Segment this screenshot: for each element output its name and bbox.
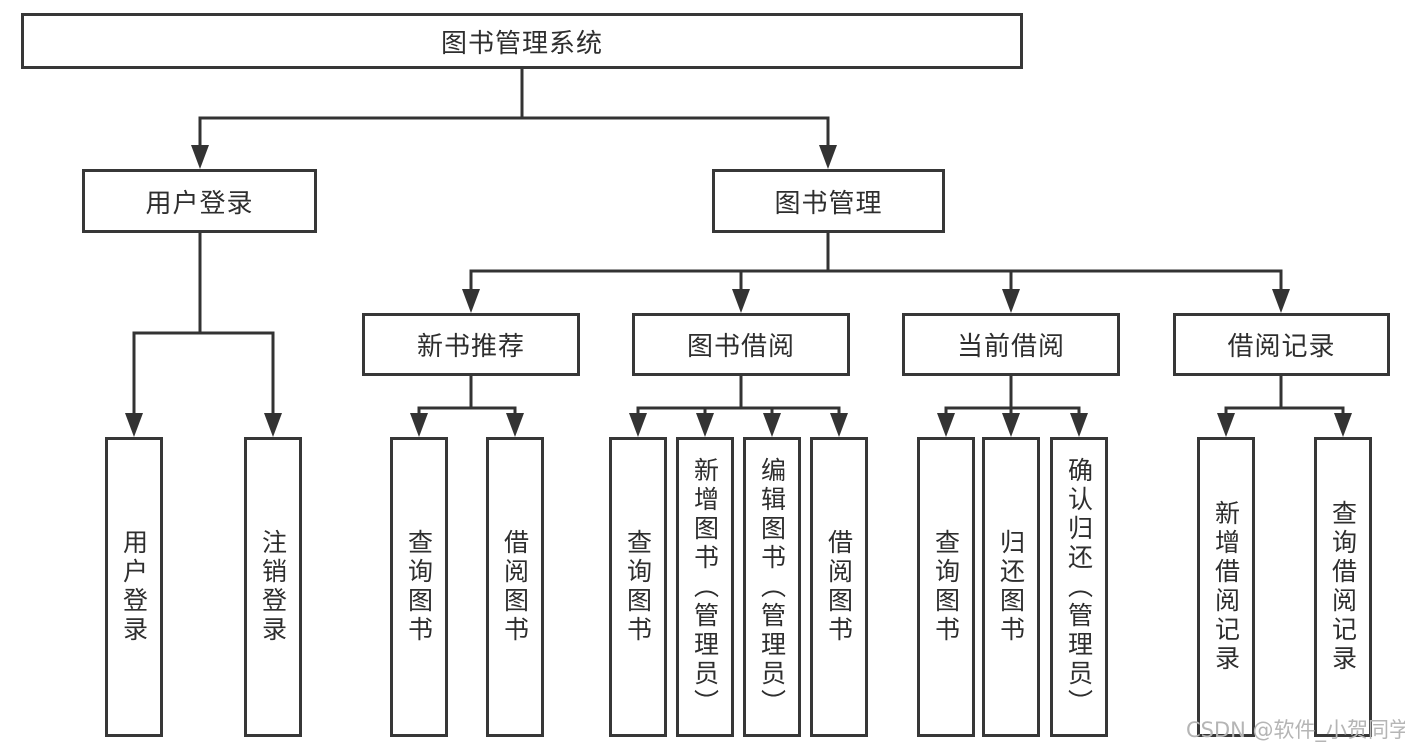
leaf-query-books-current: 查询图书 (917, 437, 975, 737)
node-current-borrowing: 当前借阅 (902, 313, 1120, 376)
node-label: 查询图书 (404, 529, 434, 645)
node-label: 归还图书 (996, 529, 1026, 645)
leaf-return-books: 归还图书 (982, 437, 1040, 737)
node-label: 借阅记录 (1227, 332, 1336, 362)
node-book-management-module: 图书管理 (712, 169, 945, 233)
node-label: 新增借阅记录 (1211, 500, 1241, 674)
node-label: 图书管理 (774, 188, 883, 219)
node-label: 注销登录 (258, 529, 288, 645)
node-borrowing-records: 借阅记录 (1173, 313, 1390, 376)
node-new-book-recommendation: 新书推荐 (362, 313, 580, 376)
node-label: 确认归还（管理员） (1064, 456, 1094, 718)
node-label: 用户登录 (119, 529, 149, 645)
node-label: 借阅图书 (824, 529, 854, 645)
node-label: 查询借阅记录 (1328, 500, 1358, 674)
node-book-borrowing: 图书借阅 (632, 313, 850, 376)
leaf-query-books-borrow: 查询图书 (609, 437, 667, 737)
csdn-watermark: CSDN @软件_小贺同学 (1186, 718, 1405, 742)
node-label: 查询图书 (623, 529, 653, 645)
leaf-query-books-recommend: 查询图书 (390, 437, 448, 737)
node-label: 图书借阅 (686, 332, 795, 362)
node-label: 图书管理系统 (440, 28, 603, 59)
leaf-user-login: 用户登录 (105, 437, 163, 737)
node-label: 新增图书（管理员） (690, 456, 720, 718)
leaf-query-borrow-record: 查询借阅记录 (1314, 437, 1372, 737)
node-label: 查询图书 (931, 529, 961, 645)
node-label: 用户登录 (145, 188, 254, 219)
node-label: 新书推荐 (416, 332, 525, 362)
node-label: 借阅图书 (500, 529, 530, 645)
node-label: 编辑图书（管理员） (757, 456, 787, 718)
leaf-borrow-books-recommend: 借阅图书 (486, 437, 544, 737)
node-user-login-module: 用户登录 (82, 169, 317, 233)
leaf-confirm-return-admin: 确认归还（管理员） (1050, 437, 1108, 737)
leaf-borrow-books: 借阅图书 (810, 437, 868, 737)
leaf-add-borrow-record: 新增借阅记录 (1197, 437, 1255, 737)
node-root-system: 图书管理系统 (21, 13, 1023, 69)
leaf-edit-books-admin: 编辑图书（管理员） (743, 437, 801, 737)
node-label: 当前借阅 (956, 332, 1065, 362)
leaf-logout: 注销登录 (244, 437, 302, 737)
leaf-add-books-admin: 新增图书（管理员） (676, 437, 734, 737)
arrowhead-icons (125, 145, 1352, 437)
